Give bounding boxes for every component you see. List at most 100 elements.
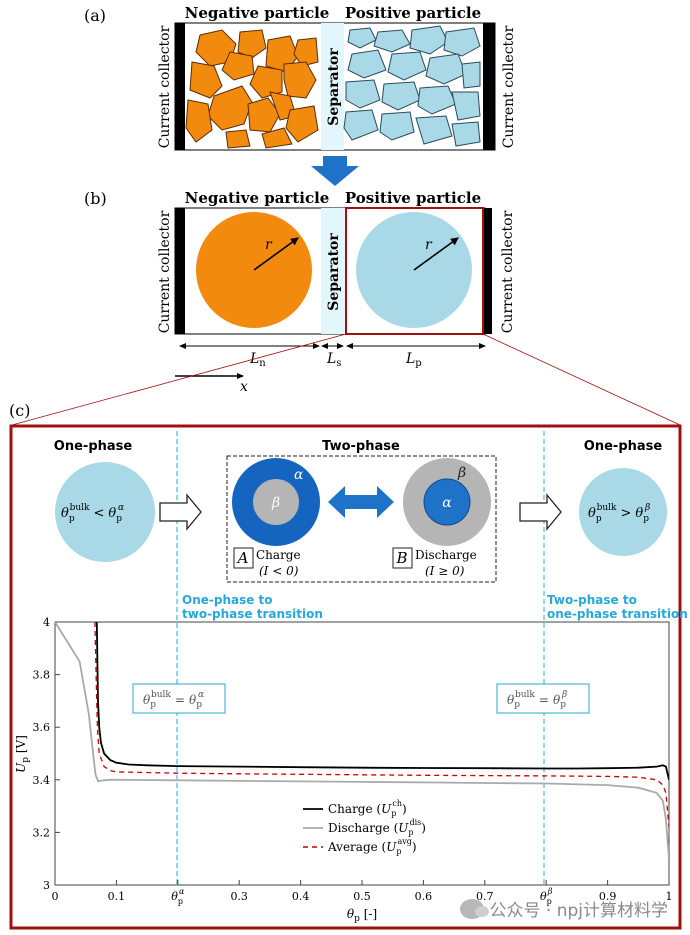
dim-label-lp: Lp <box>405 351 422 369</box>
charge-label: Charge <box>256 548 301 562</box>
charge-alpha: α <box>294 467 304 483</box>
annot-box-right <box>496 683 590 714</box>
y-tick-label: 4 <box>43 616 50 629</box>
x-tick-label: 0.5 <box>353 890 371 903</box>
x-tick-label: 0.4 <box>292 890 310 903</box>
current-collector-left-label-a: Current collector <box>157 25 173 148</box>
condition-left: θpbulk<θpα <box>61 503 124 524</box>
x-tick-label: θpβ <box>540 887 553 906</box>
x-axis-label: θp [-] <box>347 907 377 924</box>
legend-label-average: Average (Upavg) <box>327 837 417 856</box>
series-layer <box>55 622 669 859</box>
discharge-beta: β <box>457 465 466 481</box>
transition-label-left-1: One-phase to <box>182 593 273 607</box>
x-tick-label: θpα <box>171 887 185 906</box>
phase-label-right: One-phase <box>584 439 663 454</box>
down-arrow-icon <box>311 156 359 186</box>
y-tick-label: 3.6 <box>33 721 51 734</box>
discharge-label: Discharge <box>415 548 477 562</box>
current-collector-left-b <box>175 208 185 334</box>
separator-a <box>321 23 344 150</box>
x-tick-label: 1 <box>666 890 673 903</box>
radius-arrow-pos <box>413 237 459 271</box>
positive-particle-title-b: Positive particle <box>345 189 481 207</box>
panel-label-c: (c) <box>9 401 30 420</box>
y-tick-label: 3.2 <box>33 826 51 839</box>
annot-eq-left: θpbulk=θpα <box>143 690 204 710</box>
legend-label-charge: Charge (Upch) <box>328 799 407 818</box>
series-line-average <box>94 622 669 828</box>
label-box-b <box>392 547 413 569</box>
condition-right: θpbulk>θpβ <box>588 503 650 524</box>
positive-particle-title-a: Positive particle <box>345 4 481 22</box>
y-tick-label: 3.8 <box>33 669 51 682</box>
cell-diagram-a: Separator Current collector Current coll… <box>157 22 517 151</box>
cell-diagram-b: r r Separator Current collector Current … <box>157 207 516 335</box>
y-tick-label: 3 <box>43 879 50 892</box>
current-collector-left-a <box>175 23 185 150</box>
series-line-charge <box>95 622 669 781</box>
charge-beta: β <box>271 495 280 511</box>
negative-particle-title-a: Negative particle <box>185 4 330 22</box>
dim-label-ls: Ls <box>326 351 341 369</box>
x-tick-label: 0.3 <box>230 890 248 903</box>
radius-arrow-neg <box>253 237 299 271</box>
charge-sphere-core <box>253 479 299 525</box>
separator-label-b: Separator <box>326 233 342 311</box>
transition-label-left-2: two-phase transition <box>182 607 323 621</box>
discharge-condition: (I ≥ 0) <box>425 564 465 578</box>
x-tick-label: 0.6 <box>415 890 433 903</box>
radius-label-neg: r <box>265 237 273 253</box>
current-collector-right-label-a: Current collector <box>501 25 517 148</box>
hollow-arrow-right-icon <box>519 493 562 531</box>
x-axis-label-b: x <box>240 379 248 395</box>
negative-particle-title-b: Negative particle <box>185 189 330 207</box>
x-tick-label: 0 <box>52 890 59 903</box>
series-line-discharge <box>55 622 669 859</box>
current-collector-right-a <box>483 23 495 150</box>
y-axis-label: Up [V] <box>14 735 31 773</box>
current-collector-left-label-b: Current collector <box>157 210 173 333</box>
y-tick-label: 3.4 <box>33 774 51 787</box>
dimension-lines <box>175 343 486 379</box>
separator-label-a: Separator <box>326 48 342 126</box>
annot-eq-right: θpbulk=θpβ <box>507 690 567 710</box>
label-box-a-text: A <box>236 549 249 567</box>
positive-particles-a <box>343 25 481 147</box>
label-box-b-text: B <box>395 549 407 567</box>
negative-particles-a <box>185 29 319 149</box>
discharge-alpha: α <box>442 495 452 511</box>
x-tick-label: 0.9 <box>599 890 617 903</box>
legend-label-discharge: Discharge (Updis) <box>328 818 426 837</box>
watermark-text: 公众号 · npj计算材料学 <box>489 901 669 921</box>
phase-label-left: One-phase <box>54 439 133 454</box>
wechat-icon <box>459 898 489 919</box>
annot-box-left <box>132 683 226 714</box>
panel-label-a: (a) <box>84 6 106 25</box>
separator-b <box>321 208 345 334</box>
charge-condition: (I < 0) <box>259 564 299 578</box>
zoom-line-left <box>11 333 347 426</box>
phase-label-mid: Two-phase <box>322 439 400 454</box>
axis-ticks: 0 0.1 θpα 0.3 0.4 0.5 0.6 0.7 θpβ 0.9 1 3 3.2 3.4 3.6 3… <box>33 616 673 906</box>
current-collector-right-label-b: Current collector <box>500 210 516 333</box>
panel-label-b: (b) <box>84 189 107 208</box>
double-arrow-icon <box>328 486 394 518</box>
current-collector-right-b <box>483 208 492 334</box>
watermark: 公众号 · npj计算材料学 <box>459 896 669 921</box>
radius-label-pos: r <box>425 237 433 253</box>
x-tick-label: 0.1 <box>108 890 126 903</box>
one-phase-sphere-right <box>579 468 667 556</box>
hollow-arrow-left-icon <box>159 493 202 531</box>
panel-c-frame <box>9 424 682 930</box>
positive-highlight-frame <box>345 207 484 335</box>
chart-legend: Charge (Upch) Discharge (Updis) Average … <box>303 799 426 856</box>
transition-label-right-2: one-phase transition <box>547 607 688 621</box>
zoom-line-right <box>482 333 681 426</box>
transition-label-right-1: Two-phase to <box>547 593 637 607</box>
voltage-chart: 0 0.1 θpα 0.3 0.4 0.5 0.6 0.7 θpβ 0.9 1 3 3.2 3.4 3.6 3… <box>14 616 673 924</box>
discharge-sphere-core <box>423 478 471 526</box>
one-phase-sphere-left <box>55 462 155 562</box>
x-tick-label: 0.7 <box>476 890 494 903</box>
